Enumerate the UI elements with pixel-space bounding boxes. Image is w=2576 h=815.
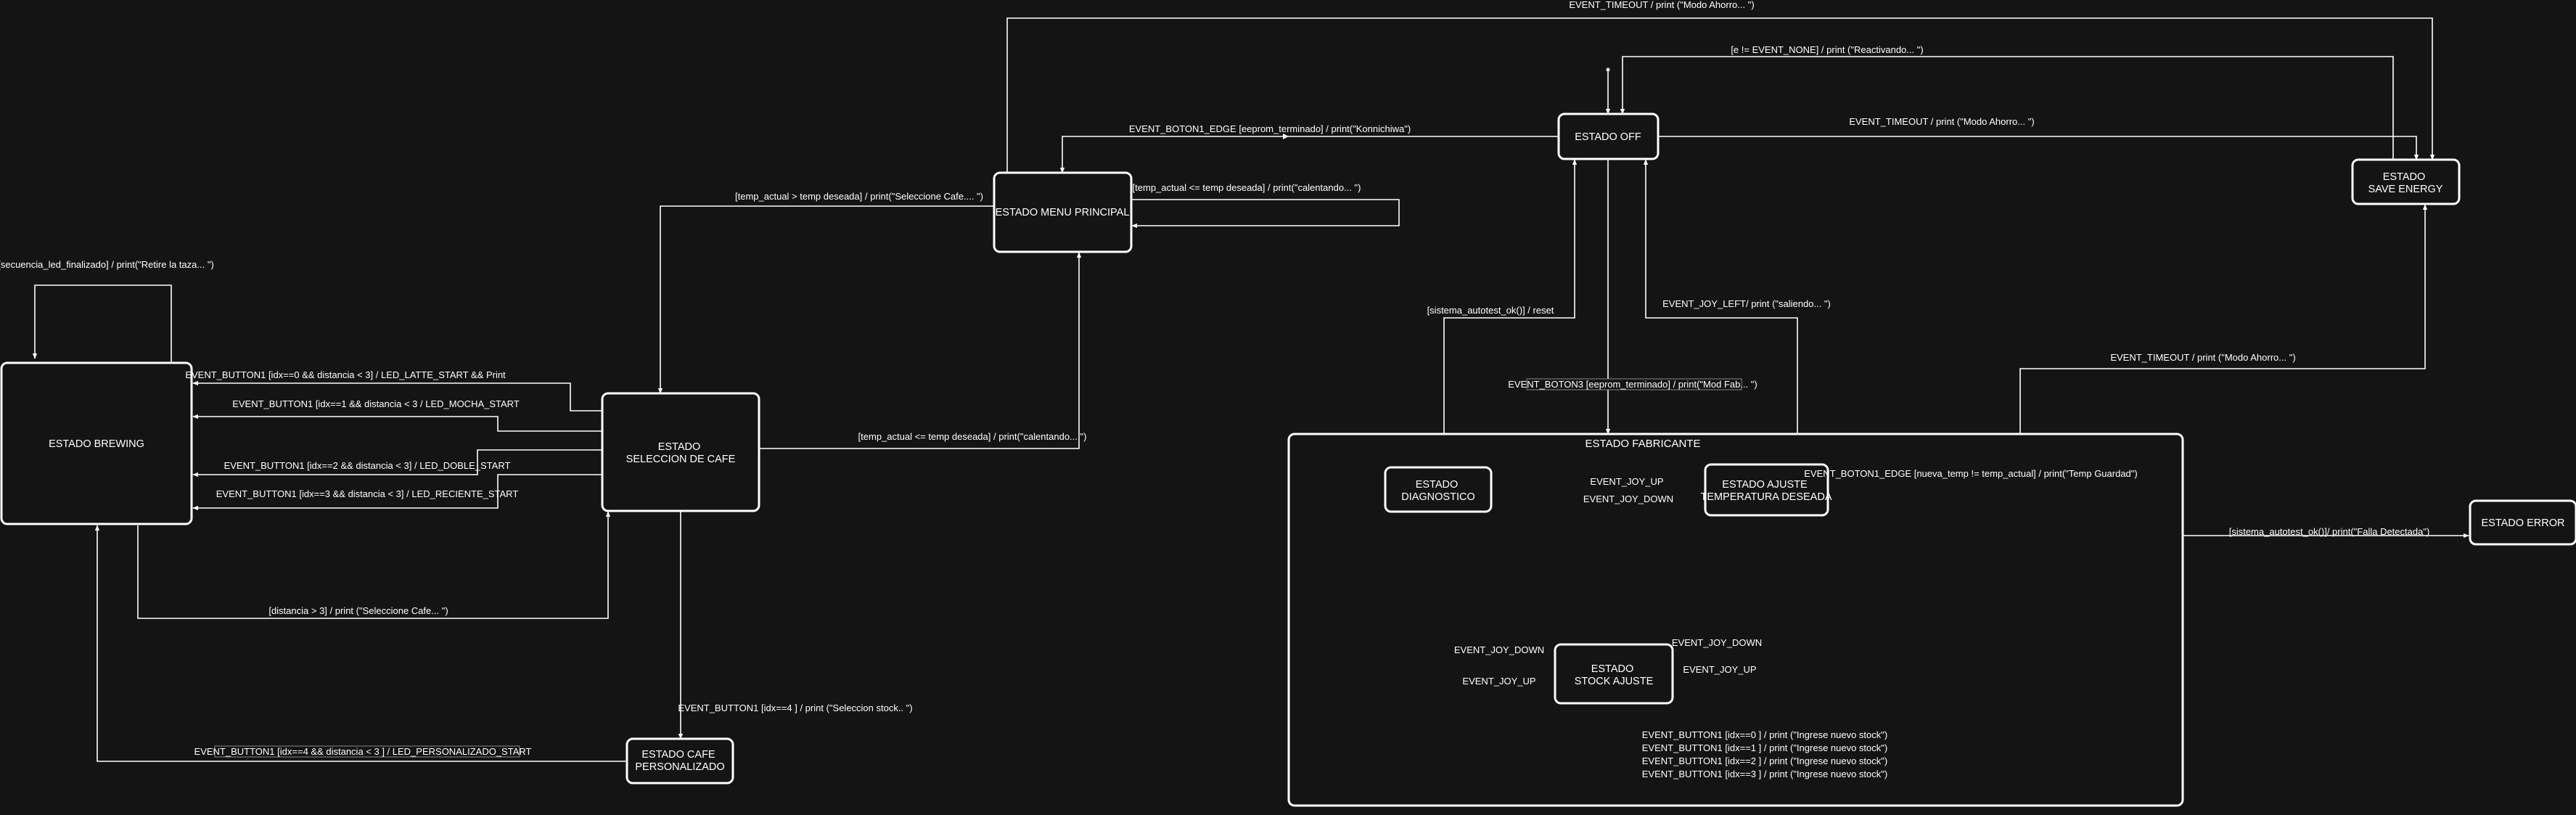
- state-menu-principal[interactable]: [993, 171, 1133, 253]
- state-error-label: ESTADO ERROR: [2482, 517, 2565, 529]
- label-boton1-edge-off: EVENT_BOTON1_EDGE [eeprom_terminado] / p…: [1129, 123, 1411, 134]
- state-menu-label: ESTADO MENU PRINCIPAL: [996, 207, 1130, 218]
- edge-boton1-edge-off: [1059, 136, 1559, 173]
- label-autotest-reset: [sistema_autotest_ok()] / reset: [1427, 305, 1554, 316]
- state-personalizado[interactable]: [625, 737, 734, 785]
- state-seleccion-label: ESTADO SELECCION DE CAFE: [626, 441, 736, 465]
- label-reciente: EVENT_BUTTON1 [idx==3 && distancia < 3] …: [216, 488, 519, 499]
- state-save-energy[interactable]: [2351, 158, 2461, 205]
- edge-reciente: [192, 474, 602, 511]
- edge-personalizado-to-brewing: [94, 525, 627, 762]
- state-seleccion-cafe[interactable]: [601, 392, 760, 512]
- label-joy-left: EVENT_JOY_LEFT/ print ("saliendo... "): [1662, 298, 1831, 309]
- label-latte: EVENT_BUTTON1 [idx==0 && distancia < 3] …: [185, 369, 506, 380]
- label-joy-down-1: EVENT_JOY_DOWN: [1583, 493, 1673, 504]
- label-calentando-self: [temp_actual <= temp deseada] / print("c…: [1133, 182, 1361, 193]
- state-diagnostico[interactable]: [1384, 466, 1493, 513]
- edge-reactivando: [1620, 56, 2394, 160]
- edge-mocha: [192, 414, 602, 432]
- state-brewing[interactable]: [0, 361, 193, 525]
- label-mocha: EVENT_BUTTON1 [idx==1 && distancia < 3 /…: [232, 398, 520, 409]
- state-diagnostico-label: ESTADO DIAGNOSTICO: [1401, 479, 1475, 503]
- edge-retire-taza: [32, 284, 172, 363]
- state-fabricante[interactable]: [1287, 433, 2184, 807]
- state-stock-ajuste[interactable]: [1554, 643, 1674, 705]
- states: ESTADO FABRICANTE ESTADO OFF ESTADO SAVE…: [0, 112, 2576, 807]
- label-menu-to-seleccion: [temp_actual > temp deseada] / print("Se…: [735, 191, 983, 202]
- label-stock-0: EVENT_BUTTON1 [idx==0 ] / print ("Ingres…: [1642, 729, 1887, 740]
- transition-labels: EVENT_TIMEOUT / print ("Modo Ahorro... "…: [0, 0, 2429, 779]
- label-joy-down-3: EVENT_JOY_DOWN: [1672, 637, 1762, 648]
- edge-menu-to-seleccion: [657, 205, 994, 394]
- label-falla: [sistema_autotest_ok()]/ print("Falla De…: [2229, 526, 2430, 537]
- edge-timeout-off: [1658, 136, 2419, 160]
- edge-timeout-fab: [2019, 204, 2428, 434]
- label-reactivando: [e != EVENT_NONE] / print ("Reactivando.…: [1731, 44, 1923, 55]
- label-personalizado-sel: EVENT_BUTTON1 [idx==4 ] / print ("Selecc…: [678, 703, 912, 713]
- state-error[interactable]: [2469, 499, 2576, 546]
- state-off-label: ESTADO OFF: [1575, 131, 1641, 143]
- label-joy-up-3: EVENT_JOY_UP: [1683, 664, 1756, 675]
- label-stock-1: EVENT_BUTTON1 [idx==1 ] / print ("Ingres…: [1642, 742, 1887, 753]
- state-stock-label: ESTADO STOCK AJUSTE: [1575, 663, 1654, 687]
- state-ajuste-temperatura[interactable]: [1704, 463, 1829, 517]
- label-distancia: [distancia > 3] / print ("Seleccione Caf…: [268, 605, 448, 616]
- state-ajuste-label: ESTADO AJUSTE TEMPERATURA DESEADA: [1700, 479, 1831, 503]
- label-doble: EVENT_BUTTON1 [idx==2 && distancia < 3] …: [224, 460, 511, 471]
- edge-joy-left: [1643, 159, 1798, 434]
- label-stock-2: EVENT_BUTTON1 [idx==2 ] / print ("Ingres…: [1642, 755, 1887, 766]
- edge-mid-marker: [1283, 134, 1289, 139]
- label-box-boton3: [1526, 378, 1742, 390]
- edge-autotest-reset: [1443, 159, 1578, 434]
- label-timeout-off: EVENT_TIMEOUT / print ("Modo Ahorro... "…: [1849, 116, 2034, 127]
- state-fabricante-title: ESTADO FABRICANTE: [1586, 438, 1701, 450]
- edge-latte: [192, 380, 602, 411]
- state-off[interactable]: [1557, 112, 1660, 160]
- state-brewing-label: ESTADO BREWING: [49, 438, 144, 450]
- edge-distancia: [137, 511, 611, 619]
- label-seleccion-to-menu: [temp_actual <= temp deseada] / print("c…: [858, 431, 1087, 442]
- state-personalizado-label: ESTADO CAFE PERSONALIZADO: [635, 749, 724, 773]
- label-box-personalizado-brew: [214, 745, 520, 758]
- edge-calentando-self: [1131, 199, 1400, 229]
- label-boton3: EVENT_BOTON3 [eeprom_terminado] / print(…: [1508, 379, 1757, 390]
- label-personalizado-brew: EVENT_BUTTON1 [idx==4 && distancia < 3 ]…: [194, 746, 532, 757]
- label-timeout-fab: EVENT_TIMEOUT / print ("Modo Ahorro... "…: [2110, 352, 2295, 363]
- label-joy-down-2: EVENT_JOY_DOWN: [1454, 644, 1544, 655]
- state-save-energy-label: ESTADO SAVE ENERGY: [2368, 171, 2443, 195]
- label-stock-3: EVENT_BUTTON1 [idx==3 ] / print ("Ingres…: [1642, 769, 1887, 779]
- edge-timeout-top: [1006, 17, 2435, 173]
- label-timeout-top: EVENT_TIMEOUT / print ("Modo Ahorro... "…: [1569, 0, 1754, 10]
- label-retire-taza: [secuencia_led_finalizado] / print("Reti…: [0, 259, 214, 270]
- label-joy-up-2: EVENT_JOY_UP: [1462, 676, 1535, 687]
- label-temp-guardad: EVENT_BOTON1_EDGE [nueva_temp != temp_ac…: [1804, 468, 2138, 479]
- initial-dot-off: [1606, 67, 1610, 72]
- edge-doble: [192, 449, 602, 478]
- edge-seleccion-to-menu: [759, 252, 1082, 449]
- label-joy-up-1: EVENT_JOY_UP: [1590, 476, 1663, 487]
